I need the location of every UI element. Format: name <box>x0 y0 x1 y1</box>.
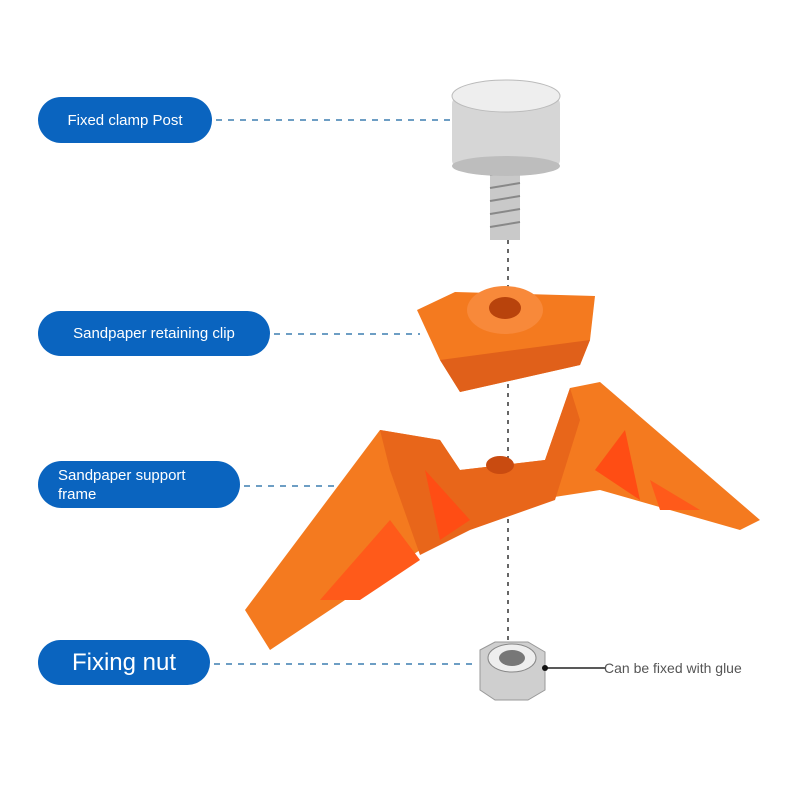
label-fixing-nut: Fixing nut <box>38 640 210 685</box>
label-text: Sandpaper support frame <box>58 466 186 503</box>
fixing-nut-part <box>479 641 546 701</box>
label-fixed-clamp-post: Fixed clamp Post <box>38 97 212 143</box>
label-text: Fixed clamp Post <box>67 111 183 129</box>
clamp-post-part <box>451 79 561 240</box>
glue-note: Can be fixed with glue <box>604 660 742 676</box>
label-text: Sandpaper retaining clip <box>73 325 235 342</box>
retaining-clip-part <box>417 286 595 392</box>
support-frame-part <box>245 382 760 650</box>
label-sandpaper-support-frame: Sandpaper support frame <box>38 461 240 508</box>
label-sandpaper-retaining-clip: Sandpaper retaining clip <box>38 311 270 356</box>
label-text: Fixing nut <box>71 649 177 676</box>
